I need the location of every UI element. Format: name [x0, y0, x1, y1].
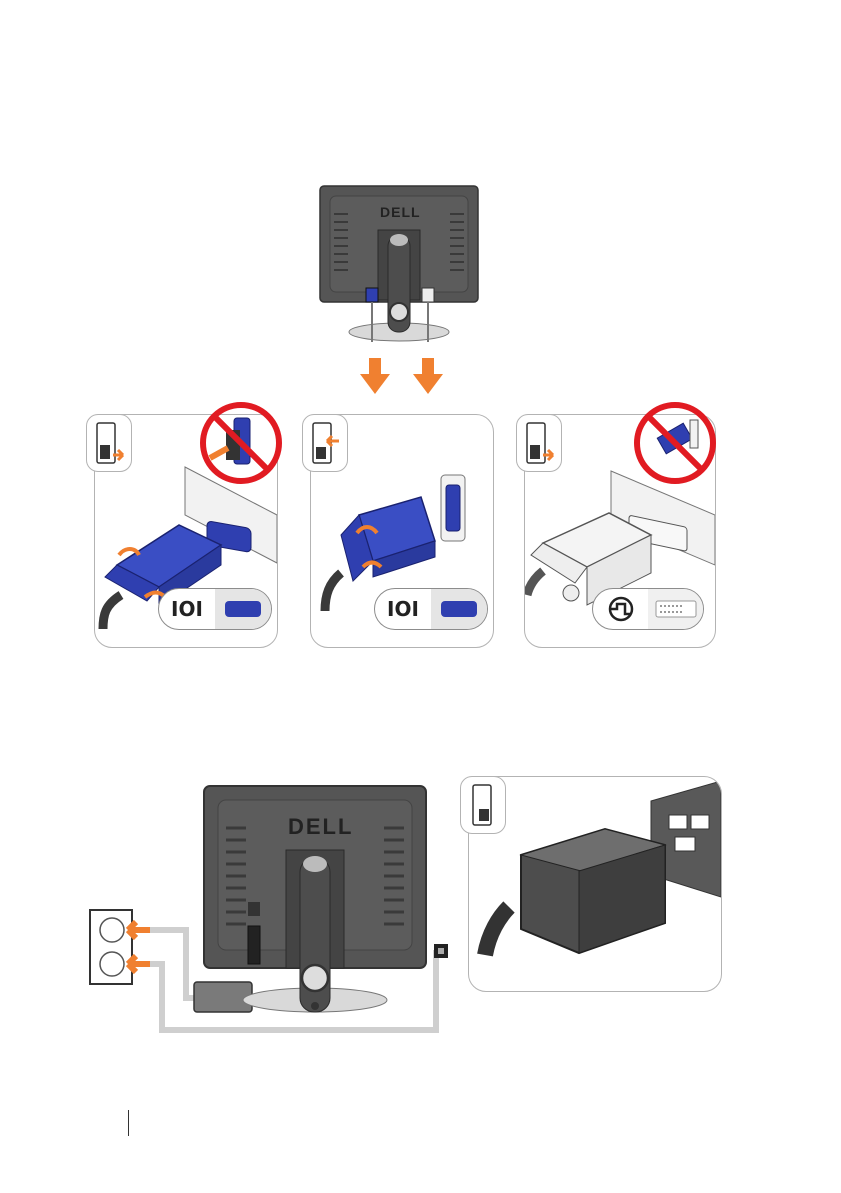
digital-video-icon — [603, 595, 639, 623]
dvi-connector-label — [592, 588, 704, 630]
dell-logo: DELL — [288, 814, 353, 840]
location-callout-icon — [516, 414, 562, 472]
arrow-down-icon — [413, 358, 443, 394]
vga-port-icon — [431, 589, 487, 629]
vga-port-icon — [215, 589, 271, 629]
power-connector-panel — [468, 776, 722, 992]
dvi-port-icon — [648, 589, 703, 629]
wall-outlet — [88, 908, 152, 986]
location-callout-icon — [302, 414, 348, 472]
monitor-rear-video: DELL — [318, 184, 480, 344]
dell-logo: DELL — [380, 204, 421, 220]
connector-symbol: IOI — [375, 589, 431, 629]
vga-connector-label: IOI — [158, 588, 272, 630]
connector-symbol: IOI — [159, 589, 215, 629]
arrow-down-icon — [360, 358, 390, 394]
monitor-rear-power: DELL — [202, 784, 428, 1024]
power-plug-small — [430, 940, 454, 964]
footer-rule — [128, 1110, 129, 1136]
location-callout-icon — [86, 414, 132, 472]
prohibited-icon — [198, 400, 284, 486]
location-callout-icon — [460, 776, 506, 834]
prohibited-icon — [632, 400, 718, 486]
vga-connector-label: IOI — [374, 588, 488, 630]
